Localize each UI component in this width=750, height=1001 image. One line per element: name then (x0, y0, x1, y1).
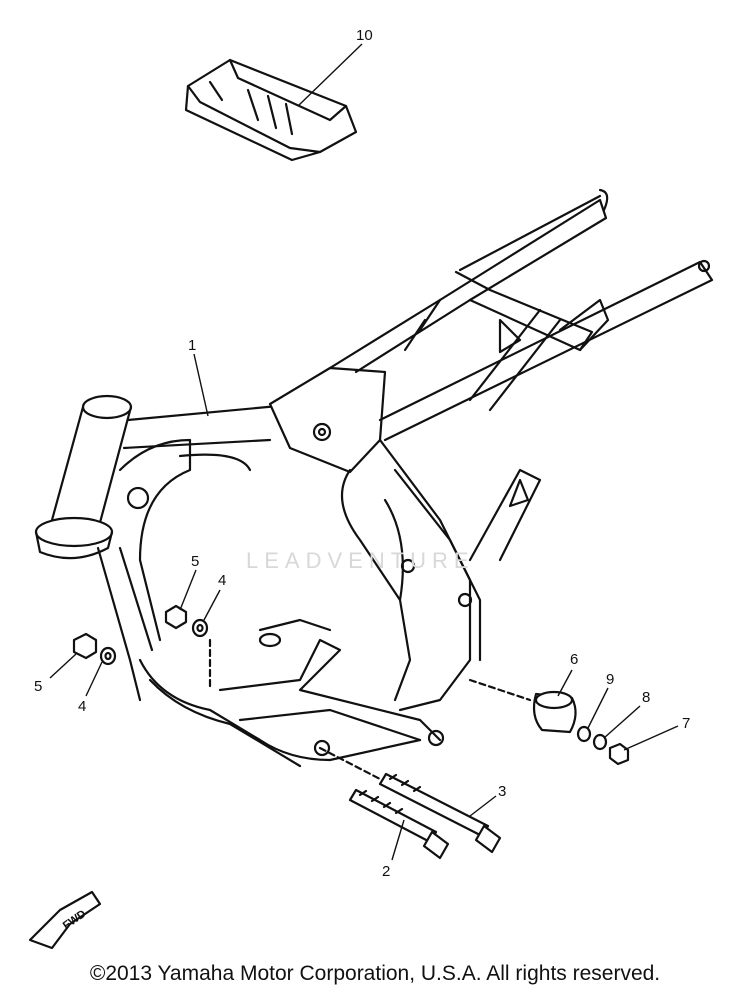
tool-bag (184, 58, 358, 162)
washer-4-lower (99, 646, 117, 666)
callout-10: 10 (356, 27, 373, 44)
nut-5-lower (72, 632, 98, 660)
leader-10 (297, 43, 363, 107)
bolt-3 (318, 746, 502, 854)
fwd-arrow (28, 890, 102, 950)
rear-loop (340, 308, 562, 712)
callout-2: 2 (382, 863, 391, 880)
callout-4-upper: 4 (218, 572, 227, 589)
leader-4-upper (203, 589, 221, 621)
callout-6: 6 (570, 651, 579, 668)
leader-6 (557, 669, 573, 697)
leader-5-lower (49, 653, 77, 679)
callout-7: 7 (682, 715, 691, 732)
backbone-tube (122, 298, 472, 474)
leader-5-upper (179, 569, 197, 611)
washer-4-upper (191, 618, 209, 638)
washer-9 (576, 725, 592, 743)
callout-5-upper: 5 (191, 553, 200, 570)
leader-9 (587, 687, 609, 729)
copyright-notice: ©2013 Yamaha Motor Corporation, U.S.A. A… (89, 962, 661, 985)
callout-3: 3 (498, 783, 507, 800)
callout-9: 9 (606, 671, 615, 688)
leader-2 (391, 819, 405, 861)
callout-4-lower: 4 (78, 698, 87, 715)
bolt-2 (348, 788, 450, 860)
leader-8 (603, 705, 641, 739)
head-pipe (34, 394, 133, 560)
washer-8 (592, 733, 608, 751)
leader-3 (469, 795, 497, 817)
engine-mount-bracket (208, 618, 445, 757)
down-tube-cradle (96, 438, 422, 768)
damper-6 (468, 678, 577, 734)
watermark-text: LEADVENTURE (246, 548, 475, 573)
callout-8: 8 (642, 689, 651, 706)
leader-4-lower (85, 661, 103, 697)
rear-subframe (378, 188, 714, 442)
nut-7 (608, 742, 630, 766)
callout-5-lower: 5 (34, 678, 43, 695)
leader-7 (623, 725, 679, 751)
nut-5-upper (164, 604, 188, 630)
leader-1 (193, 353, 209, 417)
callout-1: 1 (188, 337, 197, 354)
